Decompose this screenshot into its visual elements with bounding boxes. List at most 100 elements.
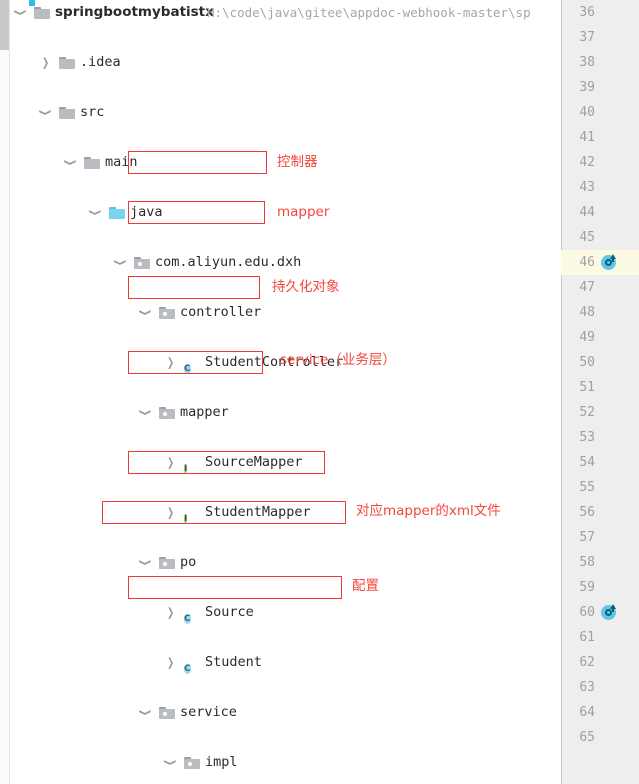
line-number: 50	[579, 355, 595, 370]
line-number: 43	[579, 180, 595, 195]
chevron-down-icon[interactable]	[14, 0, 28, 25]
gutter-line[interactable]: 43	[561, 175, 639, 200]
gutter-line[interactable]: 62	[561, 650, 639, 675]
tree-row[interactable]: po	[10, 550, 561, 575]
tree-row[interactable]: mapper	[10, 400, 561, 425]
tree-vertical-scrollbar[interactable]	[0, 0, 9, 784]
tree-row[interactable]: impl	[10, 750, 561, 775]
gutter-line[interactable]: 44	[561, 200, 639, 225]
gutter-line[interactable]: 47	[561, 275, 639, 300]
gutter-line[interactable]: 37	[561, 25, 639, 50]
package-icon	[159, 705, 175, 721]
tree-row[interactable]: src	[10, 100, 561, 125]
line-number: 45	[579, 230, 595, 245]
tree-row-label: .idea	[80, 54, 121, 70]
package-icon	[134, 255, 150, 271]
project-tree-panel: springbootmybatistxH:\code\java\gitee\ap…	[0, 0, 561, 784]
gutter-line[interactable]: 65	[561, 725, 639, 750]
tree-row-label: Source	[205, 604, 254, 620]
tree-row[interactable]: service	[10, 700, 561, 725]
chevron-right-icon[interactable]	[164, 650, 178, 675]
gutter-line[interactable]: 52	[561, 400, 639, 425]
gutter-divider	[561, 0, 562, 784]
chevron-right-icon[interactable]	[164, 600, 178, 625]
gutter-line[interactable]: 49	[561, 325, 639, 350]
tree-scrollbar-thumb[interactable]	[0, 0, 9, 50]
tree-row[interactable]: main	[10, 150, 561, 175]
tree-row-label: StudentMapper	[205, 504, 311, 520]
line-number: 48	[579, 305, 595, 320]
gutter-line[interactable]: 64	[561, 700, 639, 725]
line-number: 39	[579, 80, 595, 95]
gutter-line[interactable]: 58	[561, 550, 639, 575]
line-number: 36	[579, 5, 595, 20]
gutter-line[interactable]: 41	[561, 125, 639, 150]
tree-row-label: SourceMapper	[205, 454, 303, 470]
implementing-method-icon[interactable]	[601, 604, 616, 620]
gutter-line[interactable]: 61	[561, 625, 639, 650]
chevron-down-icon[interactable]	[39, 100, 53, 125]
line-number: 38	[579, 55, 595, 70]
annotation-label: 持久化对象	[272, 279, 340, 295]
tree-row[interactable]: java	[10, 200, 561, 225]
chevron-down-icon[interactable]	[114, 250, 128, 275]
tree-row-label: Student	[205, 654, 262, 670]
tree-row-label: po	[180, 554, 197, 570]
tree-row[interactable]: I StudentMapper	[10, 500, 561, 525]
tree-row[interactable]: .idea	[10, 50, 561, 75]
line-number: 63	[579, 680, 595, 695]
line-number: 65	[579, 730, 595, 745]
gutter-line[interactable]: 53	[561, 425, 639, 450]
chevron-down-icon[interactable]	[139, 700, 153, 725]
chevron-right-icon[interactable]	[39, 50, 53, 75]
chevron-down-icon[interactable]	[139, 550, 153, 575]
gutter-line[interactable]: 42	[561, 150, 639, 175]
line-number: 62	[579, 655, 595, 670]
line-number: 42	[579, 155, 595, 170]
chevron-right-icon[interactable]	[164, 350, 178, 375]
gutter-line[interactable]: 63	[561, 675, 639, 700]
line-number: 46	[579, 255, 595, 270]
chevron-right-icon[interactable]	[164, 500, 178, 525]
line-number: 37	[579, 30, 595, 45]
gutter-line[interactable]: 48	[561, 300, 639, 325]
chevron-down-icon[interactable]	[164, 750, 178, 775]
tree-row[interactable]: com.aliyun.edu.dxh	[10, 250, 561, 275]
gutter-line[interactable]: 50	[561, 350, 639, 375]
java-interface-icon: I	[184, 514, 188, 524]
annotation-label: mapper	[277, 204, 330, 220]
tree-row-label: src	[80, 104, 105, 120]
line-number: 44	[579, 205, 595, 220]
gutter-line[interactable]: 57	[561, 525, 639, 550]
line-number: 59	[579, 580, 595, 595]
gutter-line[interactable]: 39	[561, 75, 639, 100]
gutter-line[interactable]: 40	[561, 100, 639, 125]
gutter-line[interactable]: 45	[561, 225, 639, 250]
gutter-line[interactable]: 46	[561, 250, 639, 275]
chevron-right-icon[interactable]	[164, 450, 178, 475]
chevron-down-icon[interactable]	[64, 150, 78, 175]
chevron-down-icon[interactable]	[89, 200, 103, 225]
gutter-line[interactable]: 36	[561, 0, 639, 25]
line-number: 52	[579, 405, 595, 420]
chevron-down-icon[interactable]	[139, 300, 153, 325]
tree-row[interactable]: springbootmybatistxH:\code\java\gitee\ap…	[10, 0, 561, 25]
gutter-line[interactable]: 55	[561, 475, 639, 500]
line-number: 49	[579, 330, 595, 345]
folder-icon	[59, 55, 75, 71]
chevron-down-icon[interactable]	[139, 400, 153, 425]
line-number: 61	[579, 630, 595, 645]
gutter-line[interactable]: 38	[561, 50, 639, 75]
gutter-line[interactable]: 56	[561, 500, 639, 525]
line-number: 64	[579, 705, 595, 720]
gutter-line[interactable]: 54	[561, 450, 639, 475]
gutter-line[interactable]: 59	[561, 575, 639, 600]
gutter-line[interactable]: 51	[561, 375, 639, 400]
gutter-line[interactable]: 60	[561, 600, 639, 625]
tree-row[interactable]: controller	[10, 300, 561, 325]
implementing-method-icon[interactable]	[601, 254, 616, 270]
